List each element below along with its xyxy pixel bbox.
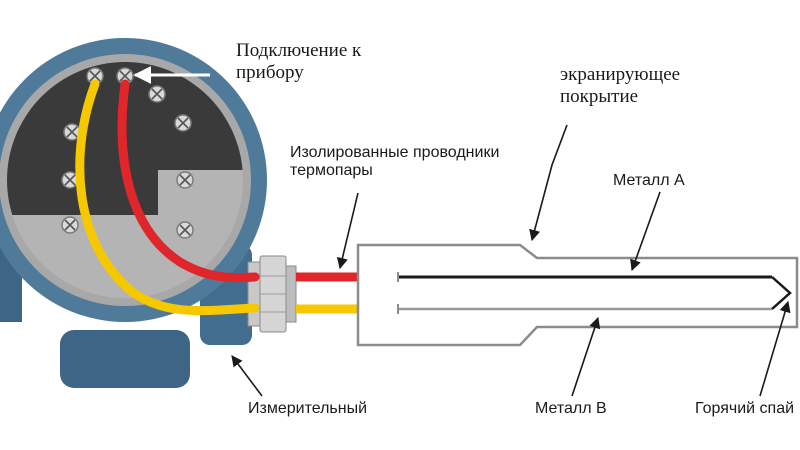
terminal-screw-icon (148, 85, 166, 103)
device-connection-label: Подключение к прибору (236, 40, 361, 84)
measuring-label: Измерительный (248, 400, 368, 417)
terminal-screw-icon (174, 114, 192, 132)
terminal-screws (61, 67, 194, 239)
terminal-screw-icon (176, 221, 194, 239)
arrow-icon (231, 355, 263, 397)
terminal-screw-icon (61, 216, 79, 234)
hot-junction-label: Горячий спай (695, 400, 795, 417)
red-wire-inner (117, 79, 260, 283)
insulated-line-2: термопары (290, 162, 373, 180)
insulated-line-1: Изолированные проводники (290, 144, 500, 161)
metal-b-label: Металл В (535, 400, 607, 417)
terminal-screw-icon (61, 171, 79, 189)
shielding-label: экранирующее покрытие (560, 64, 680, 108)
probe-sheath (356, 243, 799, 347)
arrow-icon (759, 300, 791, 397)
device-connection-line-1: Подключение к (236, 40, 362, 61)
housing-base (60, 330, 190, 388)
terminal-screw-icon (176, 171, 194, 189)
shielding-line-1: экранирующее (560, 64, 681, 85)
arrow-icon (529, 124, 568, 242)
arrow-icon (630, 191, 661, 272)
cable-gland (247, 255, 297, 333)
insulated-conductors-label: Изолированные проводники термопары (290, 144, 499, 181)
arrow-icon (336, 192, 359, 270)
arrow-icon (571, 316, 601, 397)
shielding-line-2: покрытие (560, 85, 639, 107)
yellow-wire-inner (75, 79, 260, 316)
hot-junction-point (771, 276, 792, 310)
device-connection-line-2: прибору (236, 61, 304, 83)
metal-a-label: Металл А (613, 172, 685, 189)
